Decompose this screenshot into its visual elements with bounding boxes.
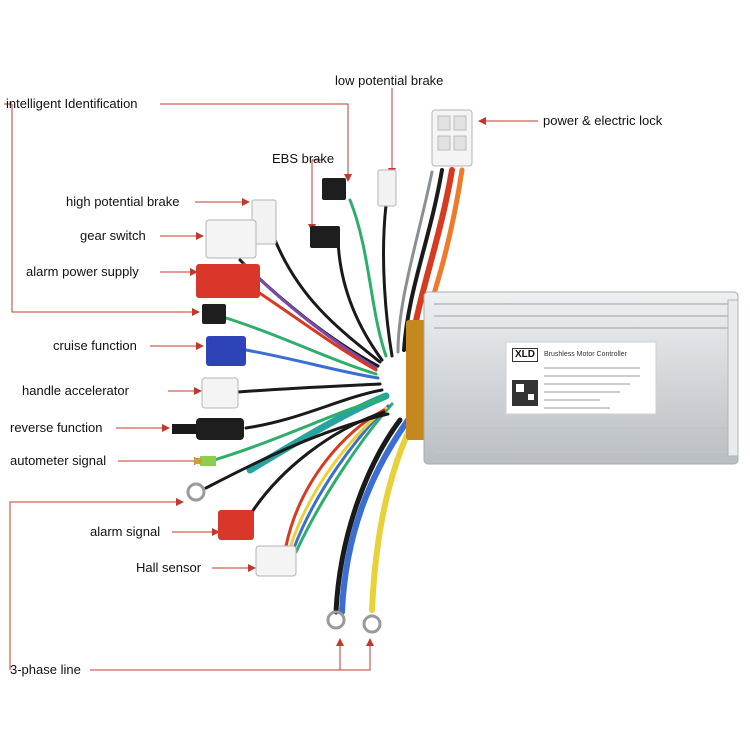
label-alarm-power-supply: alarm power supply	[26, 264, 139, 279]
alarm-signal-connector	[218, 510, 254, 540]
phase-terminal-left	[326, 610, 346, 630]
wire-ebs-b	[336, 238, 384, 362]
cruise-connector	[206, 336, 246, 366]
label-low-potential-brake: low potential brake	[335, 73, 444, 88]
leader-intelligent-identification	[160, 103, 349, 178]
label-ebs-brake: EBS brake	[272, 151, 335, 166]
label-power-electric-lock: power & electric lock	[543, 113, 663, 128]
label-alarm-signal: alarm signal	[90, 524, 161, 539]
wire-ring	[204, 412, 390, 490]
wire-phase-black	[333, 417, 403, 615]
label-gear-switch: gear switch	[80, 228, 146, 243]
wire-alarm-power	[256, 290, 378, 372]
label-intelligent-identification: intelligent Identification	[6, 96, 138, 111]
label-hall-sensor: Hall sensor	[136, 560, 202, 575]
id-connector	[202, 304, 226, 324]
alarm-power-connector	[196, 264, 260, 298]
label-cruise-function: cruise function	[53, 338, 137, 353]
low-brake-connector	[377, 169, 397, 207]
throttle-connector	[201, 377, 239, 409]
wire-low-brake	[382, 203, 394, 358]
wire-ebs-a	[348, 198, 388, 358]
wire-high-brake	[273, 238, 382, 364]
qr-code	[512, 380, 538, 406]
gear-switch-connector	[205, 219, 257, 259]
ring-terminal	[186, 482, 206, 502]
wire-teal	[246, 392, 390, 474]
wire-gray-power	[396, 170, 434, 354]
wire-hall-a	[294, 402, 394, 554]
controller-brand: XLD	[512, 348, 538, 362]
wire-cruise-b	[244, 348, 380, 380]
wire-reverse	[244, 388, 384, 430]
label-reverse-function: reverse function	[10, 420, 103, 435]
leader-cruise-function	[4, 103, 196, 313]
leader-three-phase	[9, 501, 371, 671]
controller-housing	[406, 291, 739, 465]
label-handle-accelerator: handle accelerator	[22, 383, 129, 398]
connectors	[172, 109, 473, 634]
label-high-potential-brake: high potential brake	[66, 194, 180, 209]
ebs-connector-b	[310, 226, 340, 248]
hall-sensor-connector	[255, 545, 297, 577]
leader-ebs-brake	[311, 159, 322, 228]
wire-cruise	[224, 316, 378, 376]
wire-autometer	[212, 396, 386, 462]
label-autometer-signal: autometer signal	[10, 453, 107, 468]
controller-title: Brushless Motor Controller	[544, 351, 627, 358]
phase-terminal-right	[362, 614, 382, 634]
power-lock-connector	[431, 109, 473, 167]
reverse-connector	[172, 418, 244, 440]
label-three-phase-line: 3-phase line	[10, 662, 81, 677]
ebs-connector-a	[322, 178, 346, 200]
wire-phase-blue	[339, 417, 411, 615]
autometer-connector	[194, 456, 216, 466]
wire-gear-b	[242, 262, 378, 370]
controller-sticker	[505, 341, 657, 415]
leader-lines	[4, 88, 538, 671]
wire-throttle	[236, 382, 382, 394]
